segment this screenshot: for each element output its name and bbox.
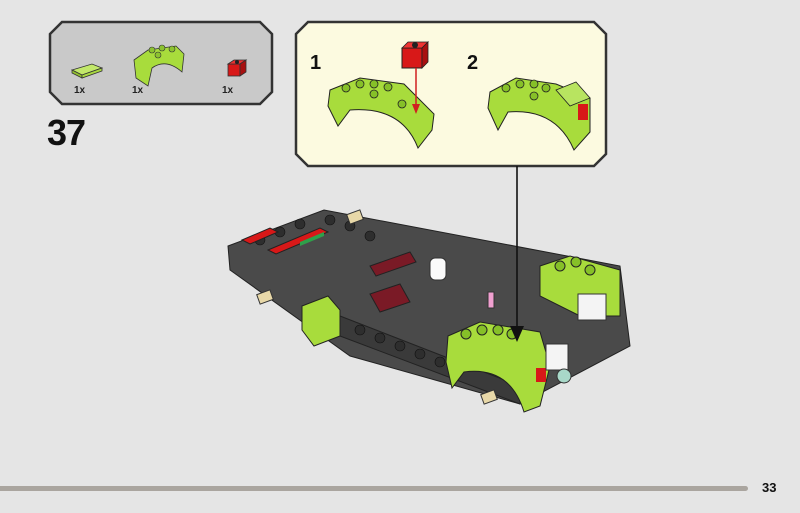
sub-step-number: 1 xyxy=(310,52,322,74)
model-illustration xyxy=(227,209,631,413)
parts-list-box xyxy=(48,20,274,106)
sub-step-1-illustration xyxy=(327,41,435,150)
lime-rear-left xyxy=(301,295,341,347)
footer-divider xyxy=(0,486,748,491)
callout-arrow xyxy=(510,166,524,342)
sub-step-2-illustration xyxy=(487,77,591,151)
page-number: 33 xyxy=(762,480,777,495)
part-lime-tile xyxy=(70,63,104,79)
part-wheel-arch xyxy=(133,44,185,87)
part-qty: 1x xyxy=(222,85,234,96)
lime-front-right xyxy=(539,255,621,321)
part-qty: 1x xyxy=(74,85,86,96)
axle-pins xyxy=(256,209,498,405)
red-plates xyxy=(240,227,330,255)
dark-red-slopes xyxy=(369,251,417,313)
lime-wheel-arch-placed xyxy=(445,321,572,413)
part-red-brick xyxy=(226,59,248,77)
sub-assembly-box xyxy=(294,20,608,168)
part-qty: 1x xyxy=(132,85,144,96)
sub-step-number: 2 xyxy=(467,52,479,74)
step-number: 37 xyxy=(47,112,86,153)
